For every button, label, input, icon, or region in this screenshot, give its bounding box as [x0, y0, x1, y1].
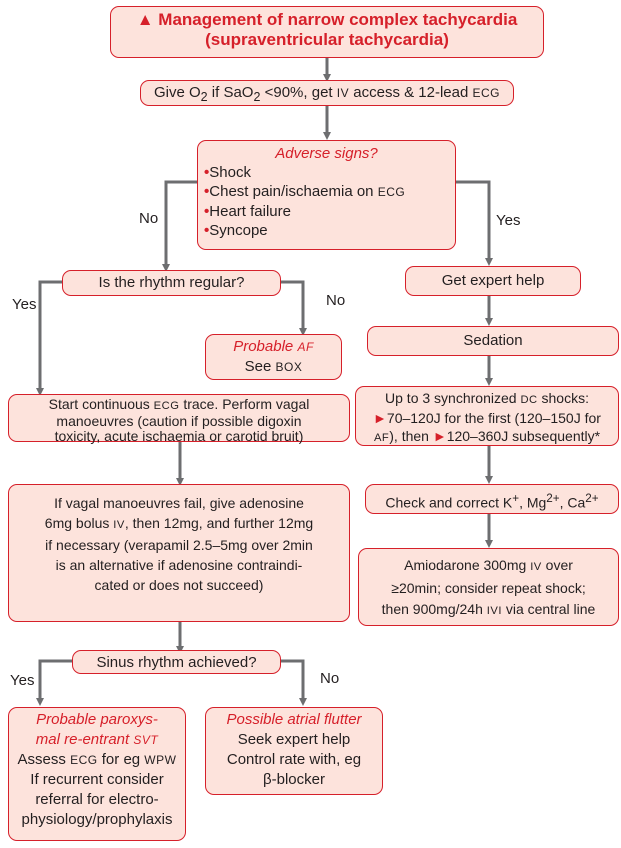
- probable-af-box: Probable AF See BOX: [205, 334, 342, 380]
- arrow-adverse-yes: [456, 180, 493, 266]
- page-title: ▲ Management of narrow complex tachycard…: [110, 6, 544, 58]
- get-expert-help-box: Get expert help: [405, 266, 581, 296]
- arrow-adverse-no: [162, 180, 205, 272]
- label-no-adverse: No: [139, 210, 159, 227]
- adverse-signs-box: Adverse signs? Shock Chest pain/ischaemi…: [197, 140, 456, 250]
- adverse-item-syncope: Syncope: [204, 221, 449, 240]
- adverse-item-chest-pain: Chest pain/ischaemia on ECG: [204, 182, 449, 202]
- adverse-signs-heading: Adverse signs?: [275, 145, 378, 162]
- arrow-sinus-no: [281, 659, 307, 706]
- pointer-triangle-icon: ►: [373, 410, 387, 426]
- dc-shocks-box: Up to 3 synchronized DC shocks: ►70–120J…: [355, 386, 619, 446]
- label-yes-sinus: Yes: [10, 672, 35, 689]
- adverse-item-heart-failure: Heart failure: [204, 202, 449, 221]
- label-no-regular: No: [326, 292, 346, 309]
- label-yes-regular: Yes: [12, 296, 37, 313]
- arrow-regular-yes: [36, 280, 62, 396]
- warning-triangle-icon: ▲: [136, 10, 154, 29]
- label-yes-adverse: Yes: [496, 212, 521, 229]
- amiodarone-box: Amiodarone 300mg IV over ≥20min; conside…: [358, 548, 619, 626]
- electrolytes-box: Check and correct K+, Mg2+, Ca2+: [365, 484, 619, 514]
- arrow-regular-no: [281, 280, 307, 336]
- sinus-rhythm-question: Sinus rhythm achieved?: [72, 650, 281, 674]
- vagal-manoeuvres-box: Start continuous ECG trace. Perform vaga…: [8, 394, 350, 444]
- step-oxygen-iv-ecg: Give O2 if SaO2 <90%, get IV access & 12…: [140, 80, 514, 106]
- label-no-sinus: No: [320, 670, 340, 687]
- atrial-flutter-box: Possible atrial flutter Seek expert help…: [205, 707, 383, 795]
- sedation-box: Sedation: [367, 326, 619, 356]
- rhythm-regular-question: Is the rhythm regular?: [62, 270, 281, 296]
- arrow-sinus-yes: [36, 659, 72, 706]
- probable-svt-box: Probable paroxys- mal re-entrant SVT Ass…: [8, 707, 186, 841]
- pointer-triangle-icon: ►: [432, 428, 447, 444]
- adenosine-box: If vagal manoeuvres fail, give adenosine…: [8, 484, 350, 622]
- adverse-item-shock: Shock: [204, 163, 449, 182]
